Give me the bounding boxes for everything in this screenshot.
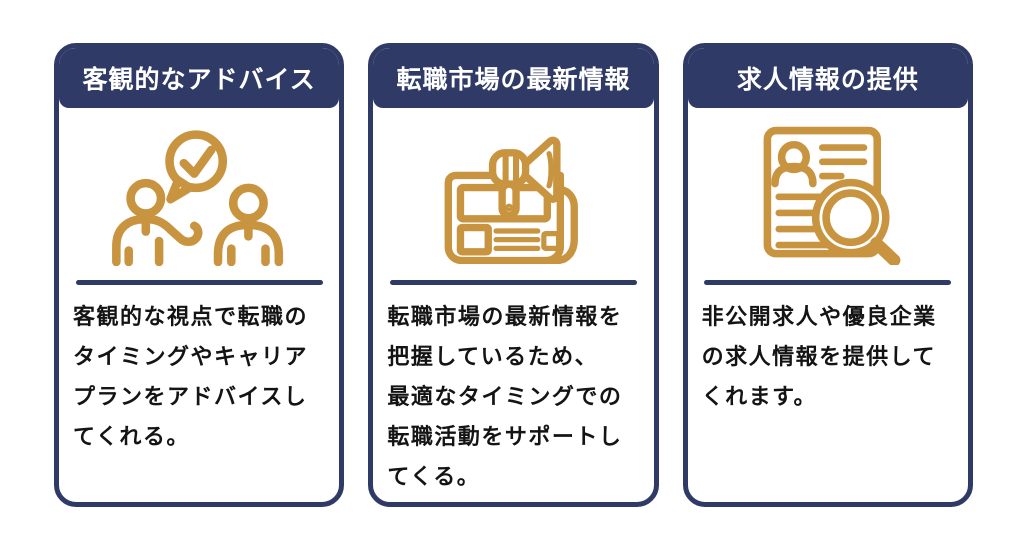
card-objective-advice: 客観的なアドバイス	[54, 43, 345, 507]
card-title: 求人情報の提供	[736, 66, 919, 94]
news-megaphone-icon	[373, 108, 653, 280]
card-description: 非公開求人や優良企業 の求人情報を提供して くれます。	[701, 304, 937, 409]
divider	[390, 280, 637, 285]
card-description: 客観的な視点で転職の タイミングやキャリア プランをアドバイスし てくれる。	[73, 304, 309, 449]
card-title: 客観的なアドバイス	[82, 66, 316, 94]
card-header: 求人情報の提供	[687, 48, 968, 108]
card-title: 転職市場の最新情報	[396, 66, 631, 94]
card-header: 転職市場の最新情報	[373, 48, 654, 108]
consultation-check-icon	[59, 108, 339, 280]
card-job-listings: 求人情報の提供	[682, 43, 973, 507]
cards-row: 客観的なアドバイス	[54, 43, 973, 507]
card-header: 客観的なアドバイス	[59, 48, 340, 108]
card-market-info: 転職市場の最新情報	[368, 43, 659, 507]
resume-search-icon	[688, 108, 968, 280]
divider	[704, 280, 952, 285]
divider	[75, 280, 323, 285]
card-description: 転職市場の最新情報を 把握しているため、 最適なタイミングでの 転職活動をサポー…	[387, 304, 623, 489]
